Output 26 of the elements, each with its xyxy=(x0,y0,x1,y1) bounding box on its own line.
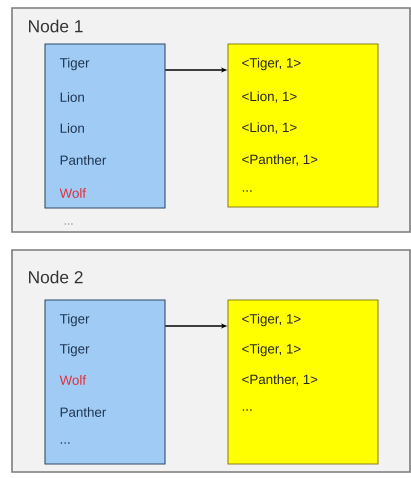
word-text: Lion xyxy=(60,92,84,102)
word-text: Panther xyxy=(60,407,106,417)
word-text: ... xyxy=(60,442,70,444)
pair-text: <Lion, 1> xyxy=(242,91,297,103)
node-title: Node 2 xyxy=(29,270,83,284)
word-list-box xyxy=(44,299,166,465)
word-list-box xyxy=(44,43,166,209)
pair-text: <Tiger, 1> xyxy=(242,314,300,326)
ellipsis-text: ... xyxy=(64,223,72,225)
pair-text: <Tiger, 1> xyxy=(242,344,300,356)
pair-text: <Tiger, 1> xyxy=(242,58,300,70)
pair-list-box xyxy=(227,299,379,465)
word-text: Tiger xyxy=(60,314,90,326)
word-text: Lion xyxy=(60,123,84,133)
node-title: Node 1 xyxy=(29,20,83,32)
pair-text: <Lion, 1> xyxy=(242,122,297,134)
pair-list-box xyxy=(227,43,379,208)
pair-text: <Panther, 1> xyxy=(242,374,318,386)
word-text: Wolf xyxy=(60,188,86,198)
word-text: Tiger xyxy=(60,58,90,70)
word-text: Panther xyxy=(60,155,106,165)
word-text: Tiger xyxy=(60,344,90,356)
pair-text: ... xyxy=(242,409,252,411)
pair-text: <Panther, 1> xyxy=(242,154,318,166)
word-text: Wolf xyxy=(60,375,86,385)
pair-text: ... xyxy=(242,190,252,192)
